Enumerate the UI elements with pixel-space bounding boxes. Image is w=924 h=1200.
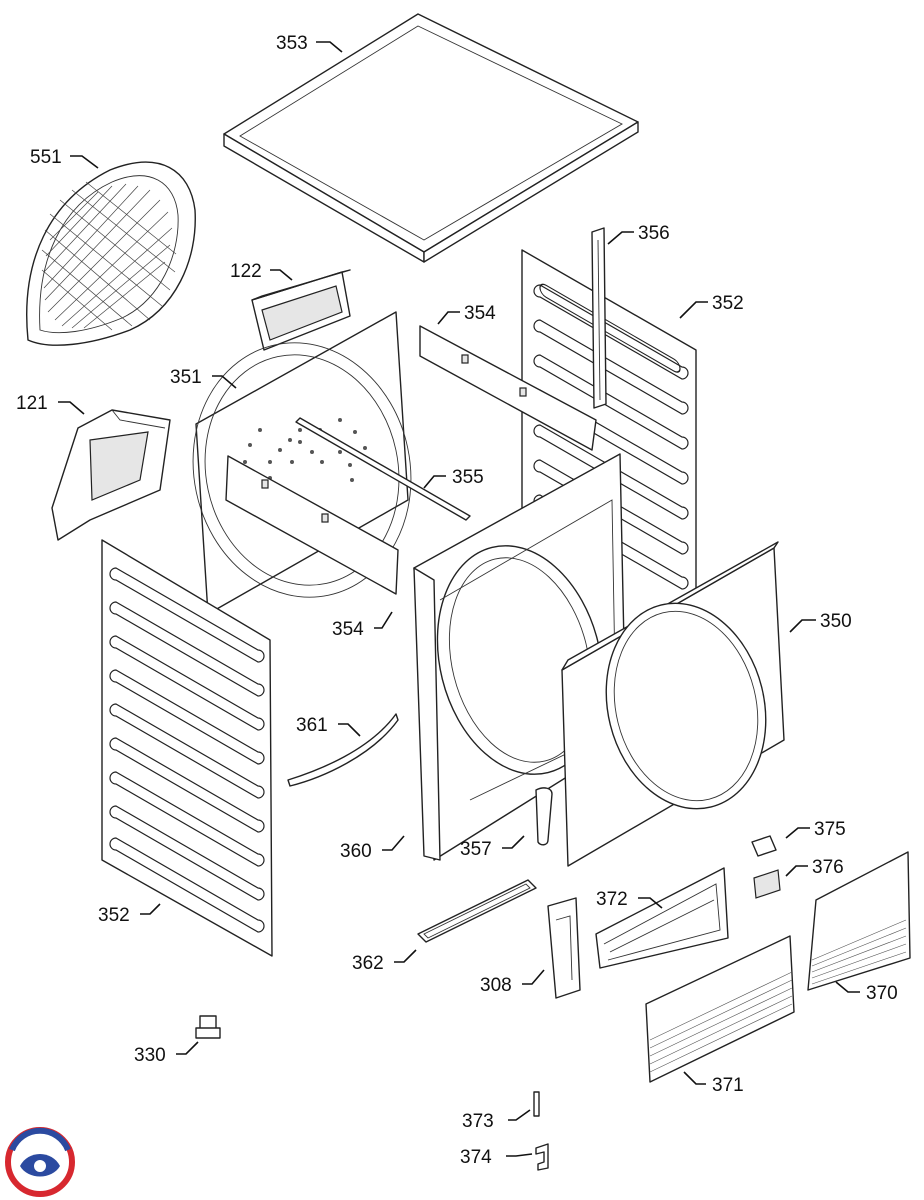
leader-362 bbox=[394, 949, 417, 963]
leader-354a bbox=[437, 311, 460, 325]
callout-370: 370 bbox=[866, 983, 898, 1004]
551-grille bbox=[41, 181, 177, 331]
callout-354-lower: 354 bbox=[332, 619, 364, 640]
part-354-lower-bracket bbox=[225, 455, 399, 595]
leader-121 bbox=[58, 401, 85, 415]
leader-376 bbox=[785, 865, 808, 877]
leader-354b bbox=[374, 611, 393, 629]
leader-lines bbox=[58, 41, 860, 1157]
leader-122 bbox=[270, 269, 293, 281]
leader-551 bbox=[70, 155, 99, 169]
leader-351 bbox=[212, 375, 237, 389]
leader-361 bbox=[338, 723, 361, 737]
part-361-strip bbox=[287, 713, 399, 787]
callout-labels: 353 551 122 356 354 352 351 121 355 350 … bbox=[16, 33, 898, 1168]
callout-375: 375 bbox=[814, 819, 846, 840]
callout-551: 551 bbox=[30, 147, 62, 168]
part-122-filter bbox=[251, 269, 351, 351]
part-373-pin bbox=[533, 1091, 540, 1117]
352-right-ribs bbox=[539, 283, 681, 373]
leader-308 bbox=[522, 969, 545, 985]
callout-122: 122 bbox=[230, 261, 262, 282]
callout-355: 355 bbox=[452, 467, 484, 488]
callout-373: 373 bbox=[462, 1111, 494, 1132]
part-350-front-panel bbox=[561, 541, 785, 867]
part-353-top-panel bbox=[223, 13, 639, 263]
part-351-rear-panel bbox=[192, 311, 412, 615]
callout-357: 357 bbox=[460, 839, 492, 860]
callout-308: 308 bbox=[480, 975, 512, 996]
leader-357 bbox=[502, 835, 525, 849]
part-121-duct bbox=[51, 409, 171, 541]
leader-370 bbox=[835, 981, 860, 993]
part-330-foot bbox=[195, 1015, 221, 1039]
part-375-clip bbox=[751, 835, 777, 857]
callout-330: 330 bbox=[134, 1045, 166, 1066]
callout-372: 372 bbox=[596, 889, 628, 910]
part-551-rear-cover bbox=[26, 161, 196, 346]
part-354-upper-bracket bbox=[419, 325, 597, 451]
leader-374 bbox=[506, 1153, 533, 1157]
part-376-switch bbox=[753, 869, 781, 899]
leader-350 bbox=[789, 619, 816, 633]
leader-373 bbox=[508, 1109, 531, 1121]
callout-350: 350 bbox=[820, 611, 852, 632]
leader-372 bbox=[638, 897, 663, 909]
callout-362: 362 bbox=[352, 953, 384, 974]
callout-121: 121 bbox=[16, 393, 48, 414]
leader-371 bbox=[683, 1071, 706, 1085]
part-352-left-side-panel bbox=[101, 539, 273, 957]
part-356-rail bbox=[591, 227, 607, 409]
callout-360: 360 bbox=[340, 841, 372, 862]
leader-360 bbox=[382, 835, 405, 851]
part-355-bar bbox=[295, 417, 471, 521]
part-374-clip bbox=[535, 1143, 549, 1171]
part-370-kick-panel bbox=[807, 851, 911, 991]
leader-355 bbox=[423, 475, 446, 489]
callout-356: 356 bbox=[638, 223, 670, 244]
part-357-strip bbox=[535, 787, 553, 846]
leader-375 bbox=[785, 827, 810, 839]
callout-361: 361 bbox=[296, 715, 328, 736]
callout-353: 353 bbox=[276, 33, 308, 54]
part-362-gasket bbox=[417, 879, 537, 943]
leader-353 bbox=[316, 41, 343, 53]
callout-374: 374 bbox=[460, 1147, 492, 1168]
part-308-bracket bbox=[547, 897, 581, 999]
leader-330 bbox=[176, 1041, 199, 1055]
brand-logo bbox=[5, 1127, 75, 1197]
callout-352: 352 bbox=[712, 293, 744, 314]
leader-356 bbox=[607, 231, 634, 245]
part-371-kick-panel bbox=[645, 935, 795, 1083]
callout-371: 371 bbox=[712, 1075, 744, 1096]
part-372-panel bbox=[595, 867, 729, 969]
callout-352-lower: 352 bbox=[98, 905, 130, 926]
callout-354: 354 bbox=[464, 303, 496, 324]
callout-351: 351 bbox=[170, 367, 202, 388]
callout-376: 376 bbox=[812, 857, 844, 878]
leader-352b bbox=[140, 903, 161, 915]
leader-352a bbox=[679, 301, 708, 319]
